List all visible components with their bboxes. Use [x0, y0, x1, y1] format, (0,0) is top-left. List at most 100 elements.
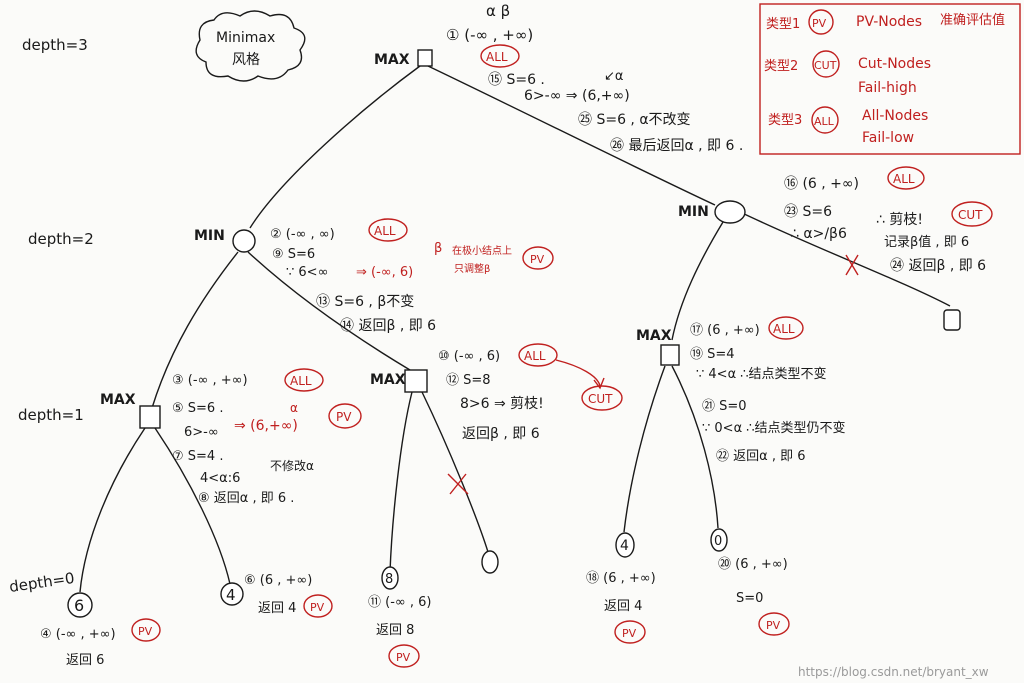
max2-label: MAX [370, 372, 406, 388]
min-left-pv-badge [522, 246, 554, 270]
min-right-cut-badge [951, 201, 993, 227]
depth-3-label: depth=3 [22, 36, 88, 54]
leaf-4-pv-badge [303, 594, 333, 618]
max2-ret: 返回β , 即 6 [462, 426, 540, 442]
min-right-label: MIN [678, 204, 709, 220]
leaf-4b-ret: 返回 4 [604, 599, 642, 614]
min-right-all-tag: ALL [893, 172, 915, 186]
root-n26: ㉖ 最后返回α , 即 6 . [610, 138, 743, 154]
leaf-6-ret: 返回 6 [66, 653, 104, 668]
max1-label: MAX [100, 392, 136, 408]
prune-mark-max2 [447, 473, 469, 495]
max1-nochg: 不修改α [270, 458, 314, 473]
min-left-side-1: 在极小结点上 [452, 244, 512, 257]
root-n1: ① (-∞ , +∞) [446, 26, 533, 44]
leaf-0-n: ⑳ (6 , +∞) [718, 557, 788, 572]
legend-type-2: 类型2 [764, 59, 798, 74]
leaf-8-n: ⑪ (-∞ , 6) [368, 595, 431, 610]
max3-node [660, 344, 680, 366]
legend-type-3: 类型3 [768, 113, 802, 128]
min-left-beta-mark: β [434, 241, 442, 256]
leaf-4b-value: 4 [620, 538, 629, 554]
legend-type-1: 类型1 [766, 17, 800, 32]
min-left-side-2: 只调整β [454, 262, 490, 275]
max1-n8: ⑧ 返回α , 即 6 . [198, 491, 294, 506]
max3-n17: ⑰ (6 , +∞) [690, 323, 760, 338]
legend-code-3: ALL [814, 115, 835, 128]
cloud-line-2: 风格 [232, 52, 260, 68]
leaf-0-node [710, 528, 728, 552]
root-n15: ⑮ S=6 . [488, 72, 545, 88]
prune-mark-right [845, 254, 859, 276]
leaf-4-value: 4 [226, 586, 236, 604]
min-left-n2: ② (-∞ , ∞) [270, 227, 335, 242]
min-left-pv-tag: PV [530, 253, 545, 266]
min-right-rec: 记录β值 , 即 6 [884, 234, 969, 250]
legend-code-1: PV [812, 17, 827, 30]
max3-all-tag: ALL [773, 322, 795, 336]
max1-n3: ③ (-∞ , +∞) [172, 373, 248, 388]
max2-all-badge [518, 343, 558, 367]
leaf-8-pv-tag: PV [396, 651, 411, 664]
min-right-n24: ㉔ 返回β , 即 6 [890, 258, 986, 274]
max2-cut-badge [581, 385, 623, 411]
min-right-all-badge [887, 166, 925, 190]
min-right-n16: ⑯ (6 , +∞) [784, 176, 859, 192]
root-max-label: MAX [374, 52, 410, 68]
legend-desc-2a: Cut-Nodes [858, 56, 931, 72]
max1-all-badge [284, 368, 324, 392]
leaf-6-pv-badge [131, 618, 161, 642]
min-left-n13: ⑬ S=6 , β不变 [316, 294, 414, 310]
max2-cut-tag: CUT [588, 392, 613, 406]
leaf-4-node [220, 582, 244, 606]
max1-all-tag: ALL [290, 374, 312, 388]
leaf-0-pv-tag: PV [766, 619, 781, 632]
leaf-6-n: ④ (-∞ , +∞) [40, 627, 116, 642]
leaf-4b-pv-tag: PV [622, 627, 637, 640]
leaf-0-pv-badge [758, 612, 790, 636]
root-all-badge [480, 44, 520, 68]
min-right-n23: ㉓ S=6 [784, 204, 832, 220]
legend-desc-3b: Fail-low [862, 130, 914, 146]
min-left-all-tag: ALL [374, 224, 396, 238]
leaf-0-value: 0 [714, 534, 722, 549]
depth-0-label: depth=0 [8, 569, 76, 596]
min-left-cmp: ∵ 6<∞ [286, 265, 328, 280]
leaf-6-pv-tag: PV [138, 625, 153, 638]
legend-cut-badge [812, 50, 840, 78]
root-alpha-mark: ↙α [604, 69, 623, 84]
min-right-cmp: ∴ α>/β6 [790, 226, 847, 242]
leaf-0-s: S=0 [736, 591, 763, 606]
max3-n19: ⑲ S=4 [690, 347, 735, 362]
max2-cut-arrow [555, 359, 605, 390]
leaf-6-node [67, 592, 93, 618]
leaf-4-ret: 返回 4 [258, 601, 296, 616]
leaf-8-ret: 返回 8 [376, 623, 414, 638]
leaf-4-pv-tag: PV [310, 601, 325, 614]
min-left-label: MIN [194, 228, 225, 244]
legend-desc-2b: Fail-high [858, 80, 917, 96]
max3-n21: ㉑ S=0 [702, 399, 747, 414]
min-left-n14: ⑭ 返回β , 即 6 [340, 318, 436, 334]
max2-all-tag: ALL [524, 349, 546, 363]
depth-2-label: depth=2 [28, 230, 94, 248]
tree-edges [79, 65, 951, 593]
pruned-right-node [943, 309, 961, 331]
max1-res: ⇒ (6,+∞) [234, 418, 298, 434]
leaf-8-pv-badge [388, 644, 420, 668]
leaf-4b-n: ⑱ (6 , +∞) [586, 571, 656, 586]
leaf-8-value: 8 [385, 572, 393, 587]
legend-all-badge [811, 106, 839, 134]
leaf-8-node [381, 566, 399, 590]
legend-title: 准确评估值 [940, 12, 1005, 28]
pruned-leaf-node [481, 550, 499, 574]
root-ab-header: α β [486, 2, 510, 20]
max2-n12: ⑫ S=8 [446, 373, 491, 388]
legend-box [759, 3, 1021, 155]
max1-node [139, 405, 161, 429]
max3-l1: ∵ 4<α ∴结点类型不变 [696, 366, 827, 382]
min-left-res: ⇒ (-∞, 6) [356, 265, 413, 280]
depth-1-label: depth=1 [18, 406, 84, 424]
max2-node [404, 369, 428, 393]
